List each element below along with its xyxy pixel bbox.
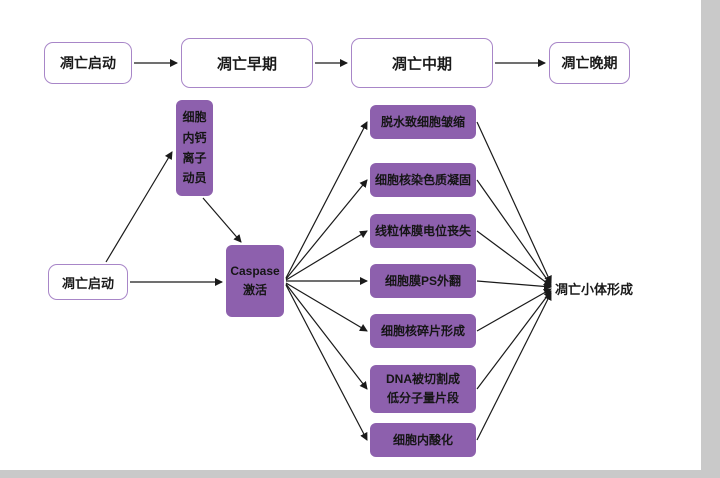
timeline-stage-early: 凋亡早期 — [181, 38, 313, 88]
node-nuclear-fragment-formation: 细胞核碎片形成 — [370, 314, 476, 348]
node-mitochondrial-potential-loss: 线粒体膜电位丧失 — [370, 214, 476, 248]
timeline-stage-initiation: 凋亡启动 — [44, 42, 132, 84]
timeline-stage-late: 凋亡晚期 — [549, 42, 630, 84]
end-label-apoptotic-body-formation: 凋亡小体形成 — [555, 282, 634, 297]
node-cell-shrinkage: 脱水致细胞皱缩 — [370, 105, 476, 139]
node-chromatin-condensation: 细胞核染色质凝固 — [370, 163, 476, 197]
node-calcium-ion-mobilization: 细胞 内钙 离子 动员 — [176, 100, 213, 196]
timeline-stage-middle: 凋亡中期 — [351, 38, 493, 88]
node-caspase-activation: Caspase 激活 — [226, 245, 284, 317]
node-membrane-ps-eversion: 细胞膜PS外翻 — [370, 264, 476, 298]
node-dna-fragmentation: DNA被切割成 低分子量片段 — [370, 365, 476, 413]
start-node-apoptosis-initiation: 凋亡启动 — [48, 264, 128, 300]
node-intracellular-acidification: 细胞内酸化 — [370, 423, 476, 457]
